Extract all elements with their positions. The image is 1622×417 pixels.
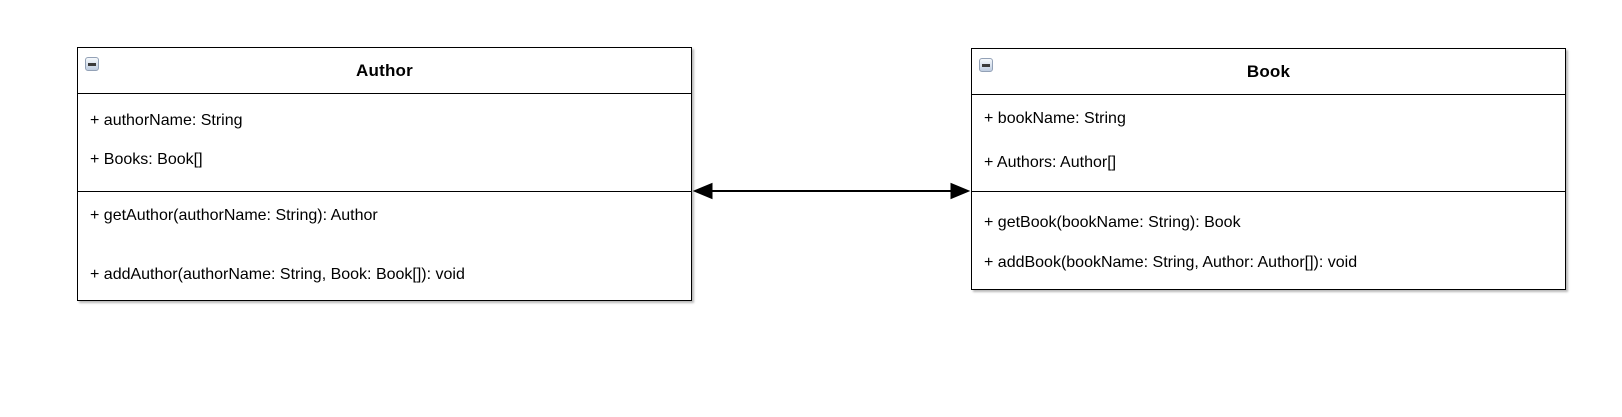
method-row[interactable]: + getBook(bookName: String): Book xyxy=(984,214,1241,231)
attribute-row[interactable]: + bookName: String xyxy=(984,110,1126,127)
attribute-row[interactable]: + Authors: Author[] xyxy=(984,154,1117,171)
methods-section: + getBook(bookName: String): Book + addB… xyxy=(972,191,1565,289)
class-header: Book xyxy=(972,49,1565,94)
class-box-author[interactable]: Author + authorName: String + Books: Boo… xyxy=(77,47,692,301)
minus-glyph xyxy=(982,63,990,67)
attribute-row[interactable]: + Books: Book[] xyxy=(90,151,203,168)
class-box-book[interactable]: Book + bookName: String + Authors: Autho… xyxy=(971,48,1566,290)
association-arrow[interactable] xyxy=(690,179,973,203)
arrowhead-left-icon xyxy=(692,182,713,200)
minus-glyph xyxy=(88,62,96,66)
method-row[interactable]: + getAuthor(authorName: String): Author xyxy=(90,207,378,224)
attribute-row[interactable]: + authorName: String xyxy=(90,112,243,129)
collapse-minus-icon[interactable] xyxy=(979,58,993,72)
method-row[interactable]: + addBook(bookName: String, Author: Auth… xyxy=(984,254,1358,271)
arrowhead-right-icon xyxy=(950,182,971,200)
class-name: Author xyxy=(356,60,413,80)
class-header: Author xyxy=(78,48,691,93)
collapse-minus-icon[interactable] xyxy=(85,57,99,71)
attributes-section: + bookName: String + Authors: Author[] xyxy=(972,94,1565,191)
class-name: Book xyxy=(1246,61,1291,81)
attributes-section: + authorName: String + Books: Book[] xyxy=(78,93,691,191)
method-row[interactable]: + addAuthor(authorName: String, Book: Bo… xyxy=(90,266,465,283)
methods-section: + getAuthor(authorName: String): Author … xyxy=(78,191,691,300)
